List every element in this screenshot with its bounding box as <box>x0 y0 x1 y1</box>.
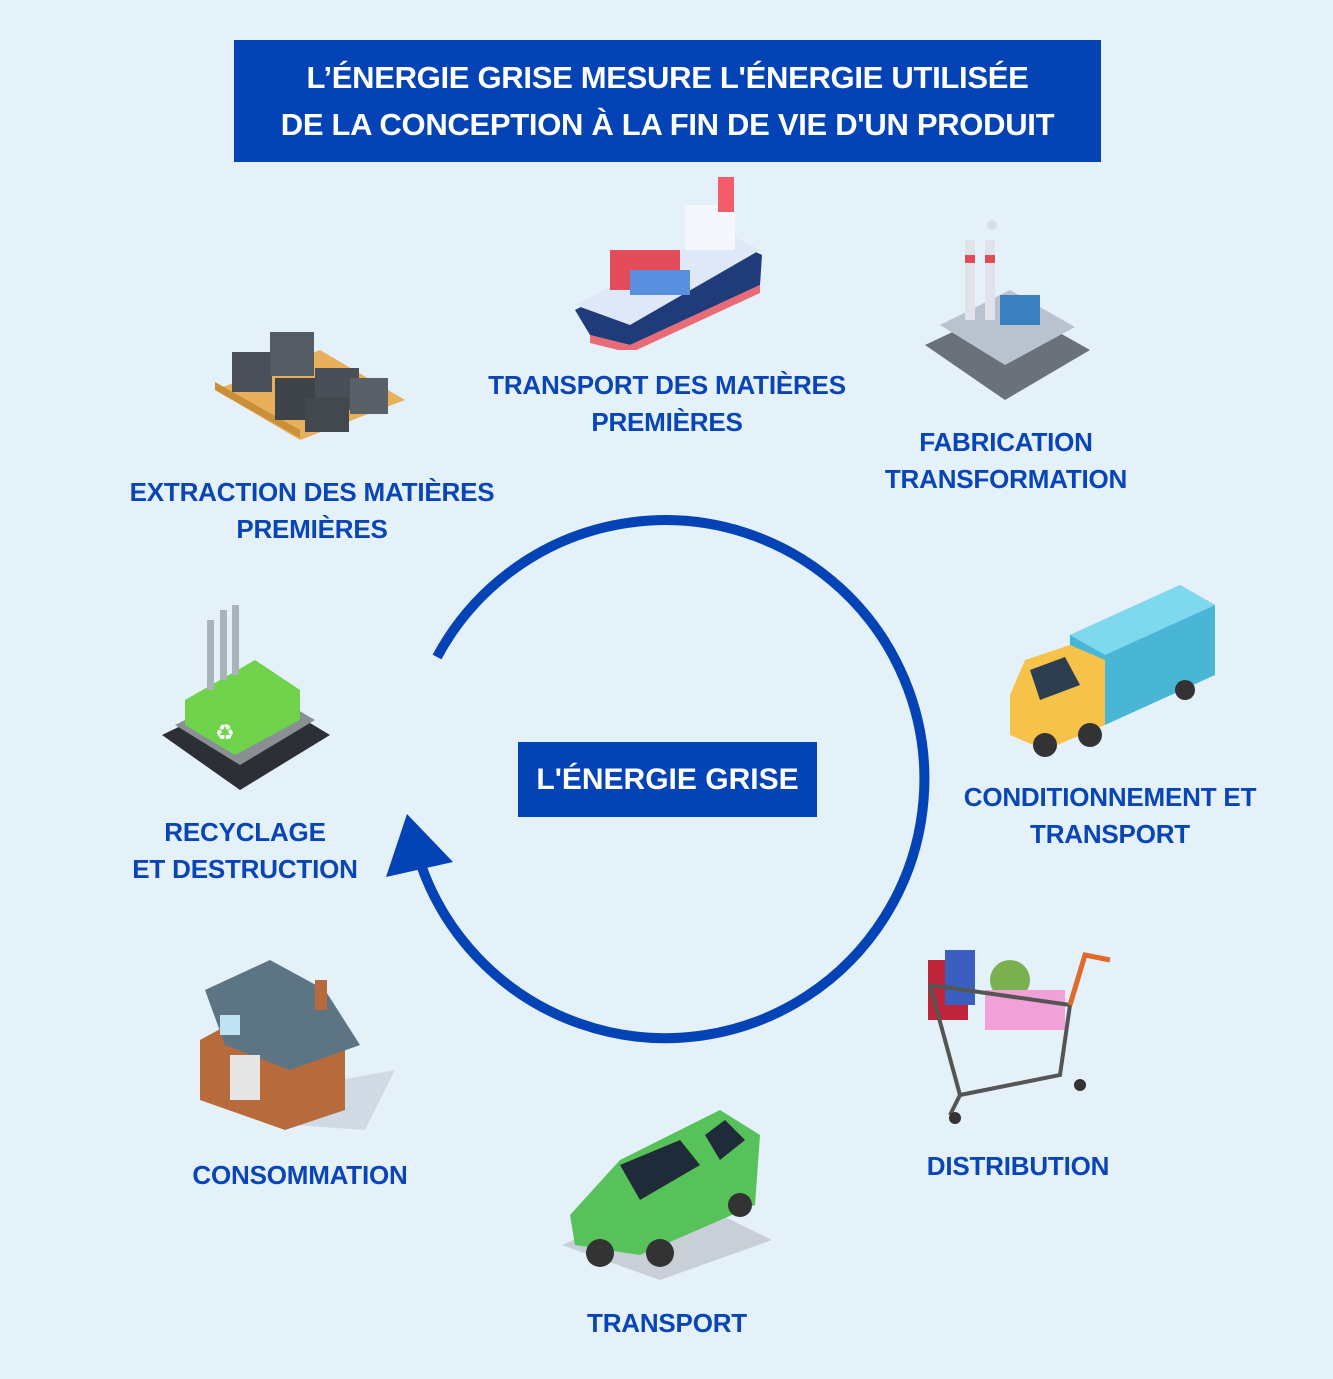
label-line: TRANSPORT <box>587 1308 747 1338</box>
step-packaging-label: CONDITIONNEMENT ET TRANSPORT <box>964 779 1257 853</box>
house-icon <box>200 960 395 1130</box>
ore-blocks-icon <box>215 332 405 440</box>
label-line: TRANSPORT <box>1030 819 1190 849</box>
label-line: DISTRIBUTION <box>926 1151 1110 1181</box>
step-distribution-label: DISTRIBUTION <box>926 1148 1110 1185</box>
factory-icon <box>925 220 1090 400</box>
label-line: FABRICATION <box>919 427 1093 457</box>
truck-icon <box>1010 585 1215 757</box>
step-fabrication-label: FABRICATION TRANSFORMATION <box>885 424 1127 498</box>
cargo-ship-icon <box>575 177 762 350</box>
arrowhead-icon <box>386 814 453 877</box>
recycling-plant-icon: ♻ <box>162 605 330 790</box>
step-extraction-label: EXTRACTION DES MATIÈRES PREMIÈRES <box>130 474 495 548</box>
header-banner: L’ÉNERGIE GRISE MESURE L'ÉNERGIE UTILISÉ… <box>234 40 1101 162</box>
label-line: ET DESTRUCTION <box>132 854 358 884</box>
shopping-cart-icon <box>928 950 1111 1124</box>
step-consumption-label: CONSOMMATION <box>192 1157 407 1194</box>
label-line: RECYCLAGE <box>164 817 326 847</box>
label-line: TRANSFORMATION <box>884 464 1128 494</box>
center-label: L'ÉNERGIE GRISE <box>518 742 817 817</box>
step-raw-transport-label: TRANSPORT DES MATIÈRES PREMIÈRES <box>488 367 846 441</box>
step-recycling-label: RECYCLAGE ET DESTRUCTION <box>132 814 358 888</box>
car-icon <box>562 1110 772 1280</box>
label-line: EXTRACTION DES MATIÈRES <box>129 477 495 507</box>
svg-text:♻: ♻ <box>215 720 235 745</box>
label-line: CONSOMMATION <box>192 1160 408 1190</box>
header-line-1: L’ÉNERGIE GRISE MESURE L'ÉNERGIE UTILISÉ… <box>306 60 1029 95</box>
cycle-arc <box>415 515 930 1044</box>
label-line: PREMIÈRES <box>591 407 743 437</box>
label-line: PREMIÈRES <box>236 514 388 544</box>
header-line-2: DE LA CONCEPTION À LA FIN DE VIE D'UN PR… <box>280 107 1055 142</box>
label-line: CONDITIONNEMENT ET <box>963 782 1257 812</box>
label-line: TRANSPORT DES MATIÈRES <box>488 370 846 400</box>
step-transport-label: TRANSPORT <box>587 1305 747 1342</box>
